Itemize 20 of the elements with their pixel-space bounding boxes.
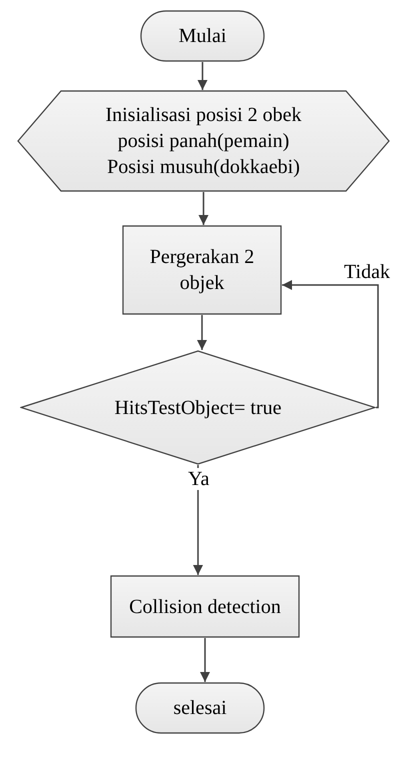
node-text: Mulai <box>178 24 226 49</box>
node-text: HitsTestObject= true <box>114 396 282 420</box>
node-text: posisi panah(pemain) <box>118 129 290 154</box>
node-text: Inisialisasi posisi 2 obek <box>105 103 302 128</box>
edge-label: Ya <box>186 468 212 490</box>
preparation-hexagon <box>17 90 390 192</box>
terminal-shape <box>135 682 265 734</box>
node-text: selesai <box>173 696 227 721</box>
arrow <box>198 192 208 225</box>
arrow <box>197 315 207 350</box>
decision-diamond <box>20 350 376 465</box>
node-text: Collision detection <box>129 594 281 620</box>
arrow <box>198 62 208 90</box>
node-text: Pergerakan 2 objek <box>148 245 256 296</box>
arrow <box>282 280 379 408</box>
arrow <box>200 638 210 682</box>
process-box <box>122 225 282 315</box>
process-box <box>110 575 300 638</box>
node-text: Posisi musuh(dokkaebi) <box>107 155 300 180</box>
terminal-shape <box>140 10 265 62</box>
